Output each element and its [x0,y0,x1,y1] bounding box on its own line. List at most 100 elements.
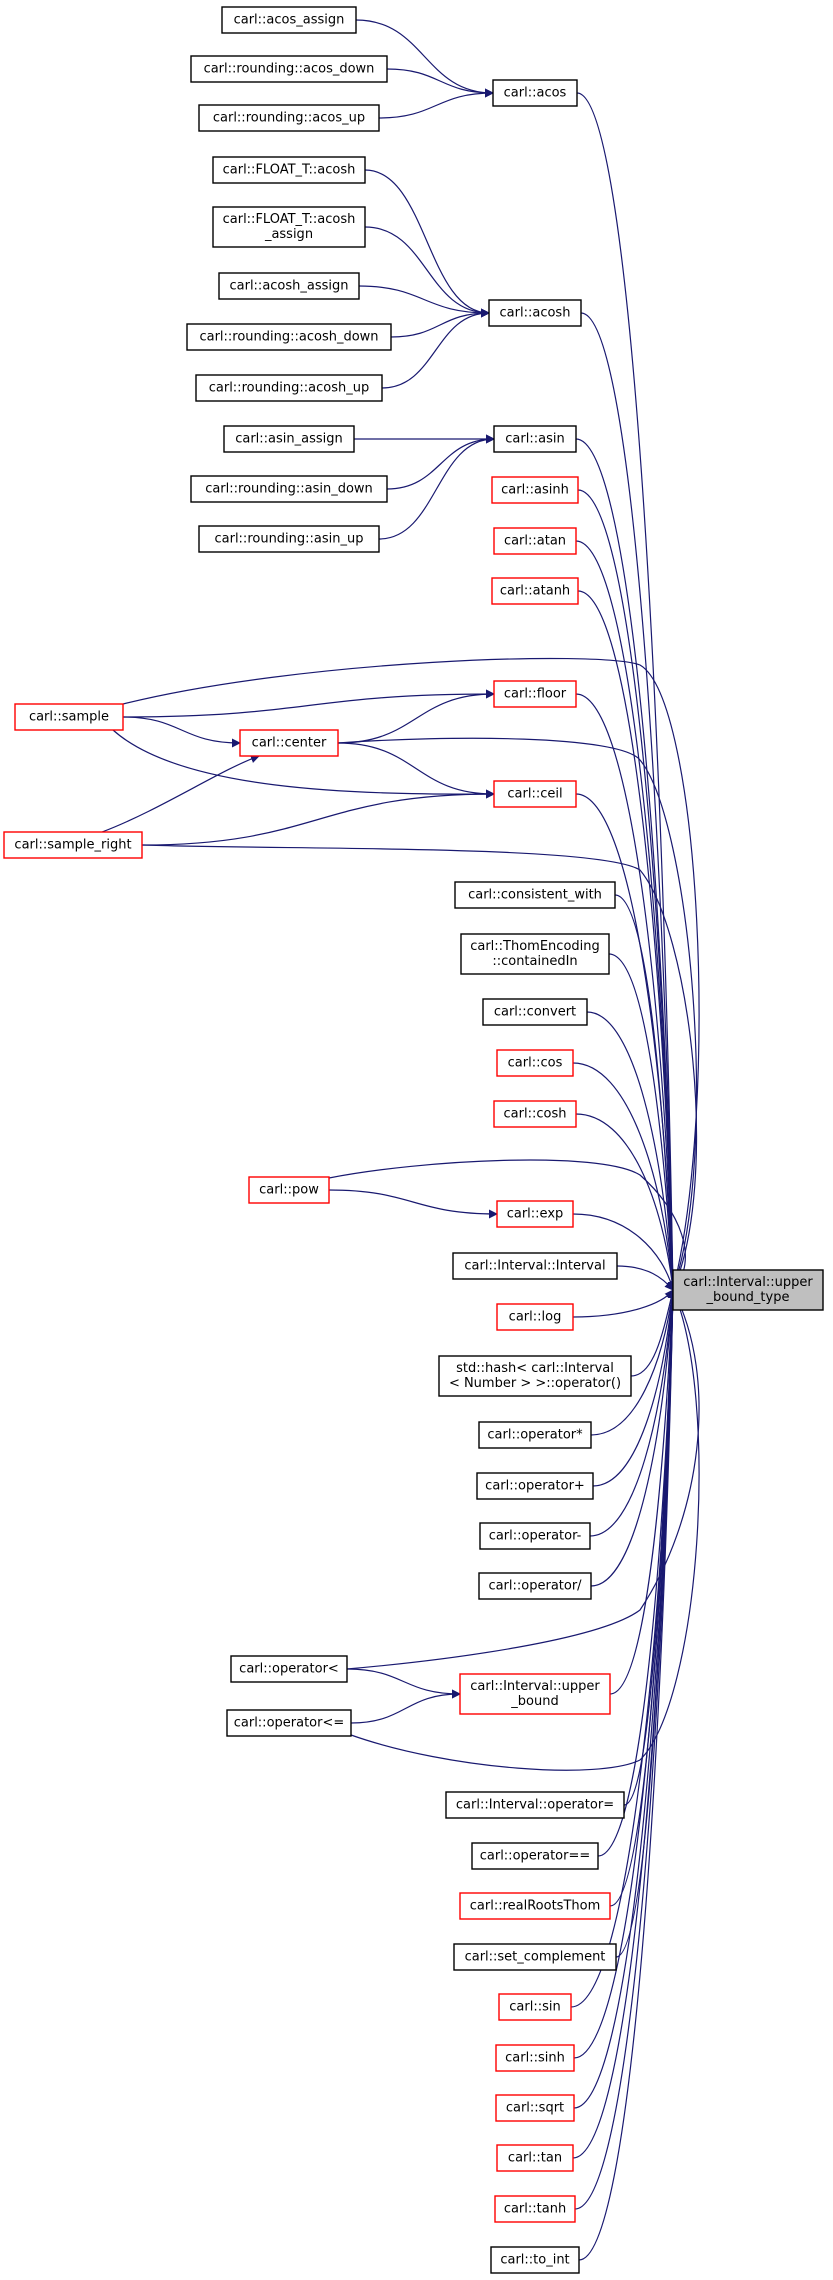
node-asin_down[interactable]: carl::rounding::asin_down [190,475,388,503]
node-op_assign[interactable]: carl::Interval::operator= [445,1791,625,1819]
node-label: carl::operator* [487,1428,583,1443]
node-consistent_with[interactable]: carl::consistent_with [454,881,616,909]
node-asinh[interactable]: carl::asinh [491,476,579,504]
node-cos[interactable]: carl::cos [496,1049,574,1077]
edge-acos_up-acos [378,88,494,119]
node-upper_bound[interactable]: carl::Interval::upper_bound [459,1673,611,1715]
node-box [445,1791,625,1819]
node-sample_right[interactable]: carl::sample_right [3,831,143,859]
node-box [493,425,577,453]
node-exp[interactable]: carl::exp [496,1200,574,1228]
node-label: _assign [264,227,313,242]
node-label: _bound_type [706,1290,790,1305]
edges-layer [101,19,700,2261]
node-label: carl::consistent_with [468,888,602,903]
node-sin[interactable]: carl::sin [498,1993,572,2021]
node-sqrt[interactable]: carl::sqrt [495,2094,575,2122]
edge-asin_down-asin [386,434,495,490]
node-target[interactable]: carl::Interval::upper_bound_type [672,1269,824,1311]
edge-sample_right-target-long [141,844,698,1291]
node-acosh_down[interactable]: carl::rounding::acosh_down [186,323,392,351]
node-label: carl::Interval::upper [683,1275,813,1290]
node-acos_assign[interactable]: carl::acos_assign [221,6,357,34]
edge-log-target [572,1289,674,1318]
node-sinh[interactable]: carl::sinh [495,2044,575,2072]
node-label: carl::Interval::Interval [464,1259,605,1274]
node-box [230,1655,348,1683]
node-box [491,577,579,605]
node-label: carl::Interval::upper [470,1679,600,1694]
node-label: carl::rounding::acosh_up [209,381,370,396]
node-acos[interactable]: carl::acos [492,79,578,107]
node-op_add[interactable]: carl::operator+ [476,1472,594,1500]
node-label: carl::operator/ [488,1579,582,1594]
node-label: carl::atanh [500,584,570,599]
node-realRootsThom[interactable]: carl::realRootsThom [459,1892,611,1920]
node-label: carl::acosh [500,306,571,321]
edge-op_lt-target-long [346,1289,700,1670]
node-acosh_assign[interactable]: carl::acosh_assign [218,272,360,300]
node-box [190,475,388,503]
node-interval_ctor[interactable]: carl::Interval::Interval [452,1252,618,1280]
node-box [476,1472,594,1500]
node-asin_assign[interactable]: carl::asin_assign [223,425,355,453]
node-op_div[interactable]: carl::operator/ [478,1572,592,1600]
node-box [672,1269,824,1311]
node-op_le[interactable]: carl::operator<= [226,1709,352,1737]
node-sample[interactable]: carl::sample [14,703,124,731]
node-label: carl::set_complement [465,1950,606,1965]
node-asin_up[interactable]: carl::rounding::asin_up [198,525,380,553]
edge-asin_up-asin [378,434,495,540]
node-acos_down[interactable]: carl::rounding::acos_down [190,55,388,83]
node-hash[interactable]: std::hash< carl::Interval< Number > >::o… [438,1355,632,1397]
node-box [490,2246,580,2274]
node-floor[interactable]: carl::floor [493,680,577,708]
node-label: carl::operator+ [485,1479,585,1494]
node-box [478,1572,592,1600]
node-label: carl::exp [507,1207,564,1222]
node-box [492,79,578,107]
node-cosh[interactable]: carl::cosh [493,1100,577,1128]
node-convert[interactable]: carl::convert [482,998,588,1026]
node-pow[interactable]: carl::pow [248,1176,330,1204]
edge-consistent_with-target [614,894,678,1291]
node-center[interactable]: carl::center [239,729,339,757]
edge-op_sub-target [589,1289,677,1537]
node-to_int[interactable]: carl::to_int [490,2246,580,2274]
node-box [453,1943,617,1971]
node-box [198,525,380,553]
node-box [498,1993,572,2021]
node-containedIn[interactable]: carl::ThomEncoding::containedIn [460,933,610,975]
edge-op_add-target [592,1289,677,1487]
node-acosh_up[interactable]: carl::rounding::acosh_up [195,374,383,402]
node-box [190,55,388,83]
node-box [14,703,124,731]
node-set_complement[interactable]: carl::set_complement [453,1943,617,1971]
node-op_eq[interactable]: carl::operator== [471,1842,599,1870]
node-box [493,527,577,555]
node-op_mul[interactable]: carl::operator* [478,1421,592,1449]
node-ft_acosh[interactable]: carl::FLOAT_T::acosh [212,156,366,184]
node-ft_acosh_assign[interactable]: carl::FLOAT_T::acosh_assign [212,206,366,248]
node-label: carl::acos_assign [234,13,345,28]
node-ceil[interactable]: carl::ceil [493,780,577,808]
edge-op_le-upper_bound [350,1689,461,1724]
node-box [459,1892,611,1920]
node-acos_up[interactable]: carl::rounding::acos_up [198,104,380,132]
edge-acos-target [576,92,678,1291]
node-tanh[interactable]: carl::tanh [494,2195,576,2223]
node-atan[interactable]: carl::atan [493,527,577,555]
node-label: carl::asin_assign [235,432,343,447]
node-asin[interactable]: carl::asin [493,425,577,453]
node-acosh[interactable]: carl::acosh [488,299,582,327]
node-log[interactable]: carl::log [496,1303,574,1331]
node-atanh[interactable]: carl::atanh [491,577,579,605]
node-label: carl::acosh_assign [229,279,348,294]
edge-sample-ceil [112,729,495,799]
node-tan[interactable]: carl::tan [496,2144,574,2172]
node-op_sub[interactable]: carl::operator- [479,1522,591,1550]
node-box [491,476,579,504]
node-op_lt[interactable]: carl::operator< [230,1655,348,1683]
node-box [198,104,380,132]
node-label: carl::operator<= [234,1716,345,1731]
